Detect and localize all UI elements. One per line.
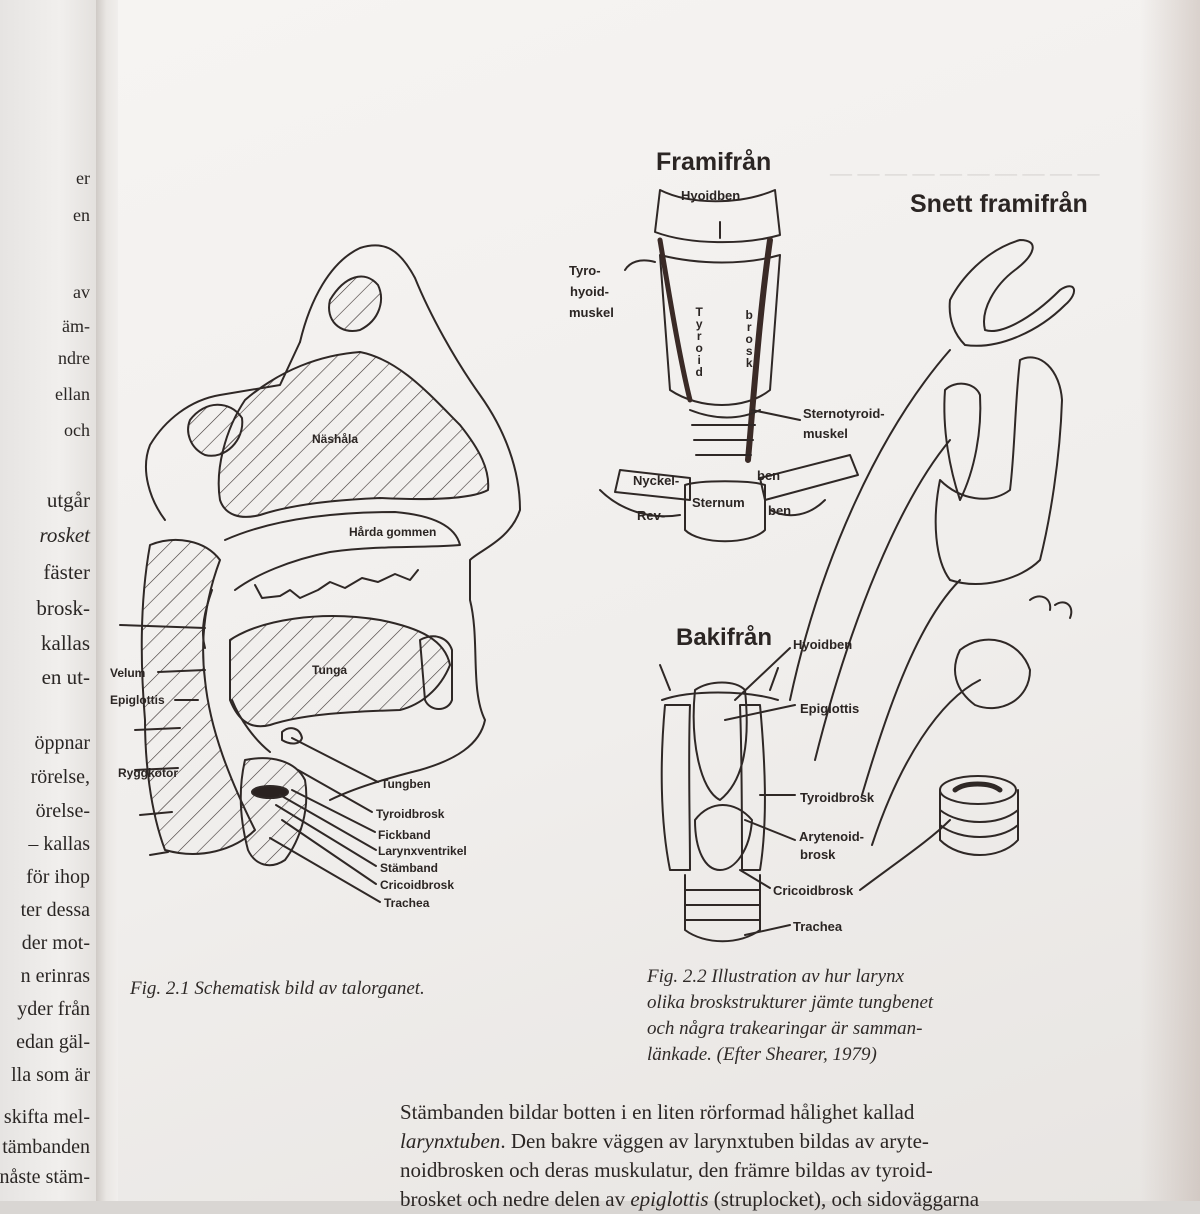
- label-cricoidbrosk-back: Cricoidbrosk: [773, 883, 854, 898]
- body-term-larynxtuben: larynxtuben: [400, 1129, 501, 1153]
- left-fragment: n erinras: [20, 965, 90, 987]
- left-fragment: tämbanden: [2, 1136, 90, 1158]
- label-tungben: Tungben: [381, 777, 431, 791]
- caption-line: olika broskstrukturer jämte tungbenet: [647, 992, 934, 1013]
- heading-snett-framifran: Snett framifrån: [910, 190, 1088, 218]
- label-ben-upper: ben: [757, 468, 781, 483]
- caption-line: och några trakearingar är samman-: [647, 1018, 923, 1039]
- label-nashala: Näshåla: [312, 432, 359, 446]
- body-text-span: (struplocket), och sidoväggarna: [708, 1187, 980, 1211]
- larynx-oblique-figure: [789, 239, 1075, 891]
- label-hyoidben-back: Hyoidben: [793, 637, 853, 652]
- left-fragment: nåste stäm-: [0, 1166, 90, 1188]
- left-fragment: der mot-: [21, 932, 90, 954]
- figure-2-caption: Fig. 2.2 Illustration av hur larynx olik…: [647, 964, 987, 1068]
- caption-line: Fig. 2.2 Illustration av hur larynx: [647, 966, 905, 987]
- label-fickband: Fickband: [378, 828, 431, 842]
- label-epiglottis: Epiglottis: [110, 693, 165, 707]
- body-text-span: . Den bakre väggen av larynxtuben bildas…: [500, 1129, 929, 1153]
- label-rev: Rev-: [637, 508, 666, 523]
- head-sagittal-figure: [119, 244, 521, 903]
- left-fragment: fäster: [43, 560, 90, 584]
- label-epiglottis-back: Epiglottis: [800, 701, 860, 716]
- label-cricoidbrosk: Cricoidbrosk: [380, 878, 455, 892]
- label-velum: Velum: [110, 666, 146, 680]
- label-tyroid-vertical: Tyroid: [692, 305, 707, 377]
- body-text-span: brosket och nedre delen av: [400, 1187, 631, 1211]
- figure-1-caption: Fig. 2.1 Schematisk bild av talorganet.: [130, 978, 425, 999]
- left-fragment: ellan: [55, 384, 90, 404]
- left-fragment: av: [73, 282, 90, 302]
- left-fragment: edan gäl-: [16, 1031, 90, 1053]
- left-fragment: rosket: [39, 523, 90, 547]
- label-tyro: Tyro-: [569, 263, 601, 278]
- body-paragraph: Stämbanden bildar botten i en liten rörf…: [400, 1098, 1040, 1214]
- left-fragment: för ihop: [26, 866, 90, 888]
- label-larynxventrikel: Larynxventrikel: [378, 844, 467, 858]
- left-fragment: yder från: [17, 998, 90, 1020]
- left-fragment: och: [64, 420, 90, 440]
- left-fragment: äm-: [62, 316, 90, 336]
- label-muskel: muskel: [569, 305, 614, 320]
- label-arytenoid-brosk: brosk: [800, 847, 836, 862]
- body-term-epiglottis: epiglottis: [630, 1187, 709, 1211]
- left-fragment: en: [73, 205, 90, 225]
- label-nyckel: Nyckel-: [633, 473, 680, 488]
- label-harda-gommen: Hårda gommen: [349, 525, 437, 539]
- caption-line: länkade. (Efter Shearer, 1979): [647, 1044, 877, 1065]
- left-fragment: – kallas: [28, 833, 90, 855]
- body-text-span: noidbrosken och deras muskulatur, den fr…: [400, 1158, 933, 1182]
- left-fragment: örelse-: [35, 800, 90, 822]
- left-fragment: rörelse,: [30, 766, 90, 788]
- label-ben-lower: ben: [768, 503, 792, 518]
- page-edge-shadow: [1140, 0, 1200, 1201]
- label-ryggkotor: Ryggkotor: [118, 766, 178, 780]
- label-brosk-vertical: brosk: [742, 308, 757, 368]
- label-tyroidbrosk: Tyroidbrosk: [376, 807, 445, 821]
- left-fragment: skifta mel-: [3, 1106, 90, 1128]
- body-line: Stämbanden bildar botten i en liten rörf…: [400, 1098, 1040, 1127]
- heading-bakifran: Bakifrån: [676, 624, 773, 651]
- body-line: larynxtuben. Den bakre väggen av larynxt…: [400, 1127, 1040, 1156]
- left-page: er en av äm- ndre ellan och utgår rosket…: [0, 0, 100, 1201]
- left-fragment: ter dessa: [20, 899, 90, 921]
- book-gutter: [96, 0, 122, 1201]
- label-sternotyroid-muskel: muskel: [803, 426, 848, 441]
- body-line: brosket och nedre delen av epiglottis (s…: [400, 1185, 1040, 1214]
- larynx-back-figure: [659, 647, 796, 943]
- body-line: noidbrosken och deras muskulatur, den fr…: [400, 1156, 1040, 1185]
- left-fragment: ndre: [58, 348, 90, 368]
- body-text-span: Stämbanden bildar botten i en liten rörf…: [400, 1100, 915, 1124]
- left-fragment: utgår: [46, 488, 90, 512]
- left-fragment: brosk-: [36, 596, 90, 620]
- label-trachea-back: Trachea: [793, 919, 843, 934]
- label-tunga: Tunga: [312, 663, 348, 677]
- label-trachea: Trachea: [384, 896, 430, 910]
- left-fragment: öppnar: [34, 732, 90, 754]
- larynx-front-figure: [599, 189, 859, 543]
- label-stamband: Stämband: [380, 861, 439, 875]
- label-hyoidben-front: Hyoidben: [681, 188, 741, 203]
- bleed-through-text: — — — — — — — — — —: [830, 160, 1100, 185]
- left-fragment: lla som är: [11, 1064, 90, 1086]
- label-sternum: Sternum: [692, 495, 745, 510]
- label-tyroidbrosk-back: Tyroidbrosk: [800, 790, 875, 805]
- label-arytenoid: Arytenoid-: [799, 829, 864, 844]
- left-fragment: kallas: [41, 631, 90, 655]
- label-hyoid: hyoid-: [570, 284, 609, 299]
- left-fragment: en ut-: [41, 665, 90, 689]
- label-sternotyroid: Sternotyroid-: [803, 406, 885, 421]
- left-fragment: er: [76, 168, 90, 188]
- heading-framifran: Framifrån: [656, 148, 772, 176]
